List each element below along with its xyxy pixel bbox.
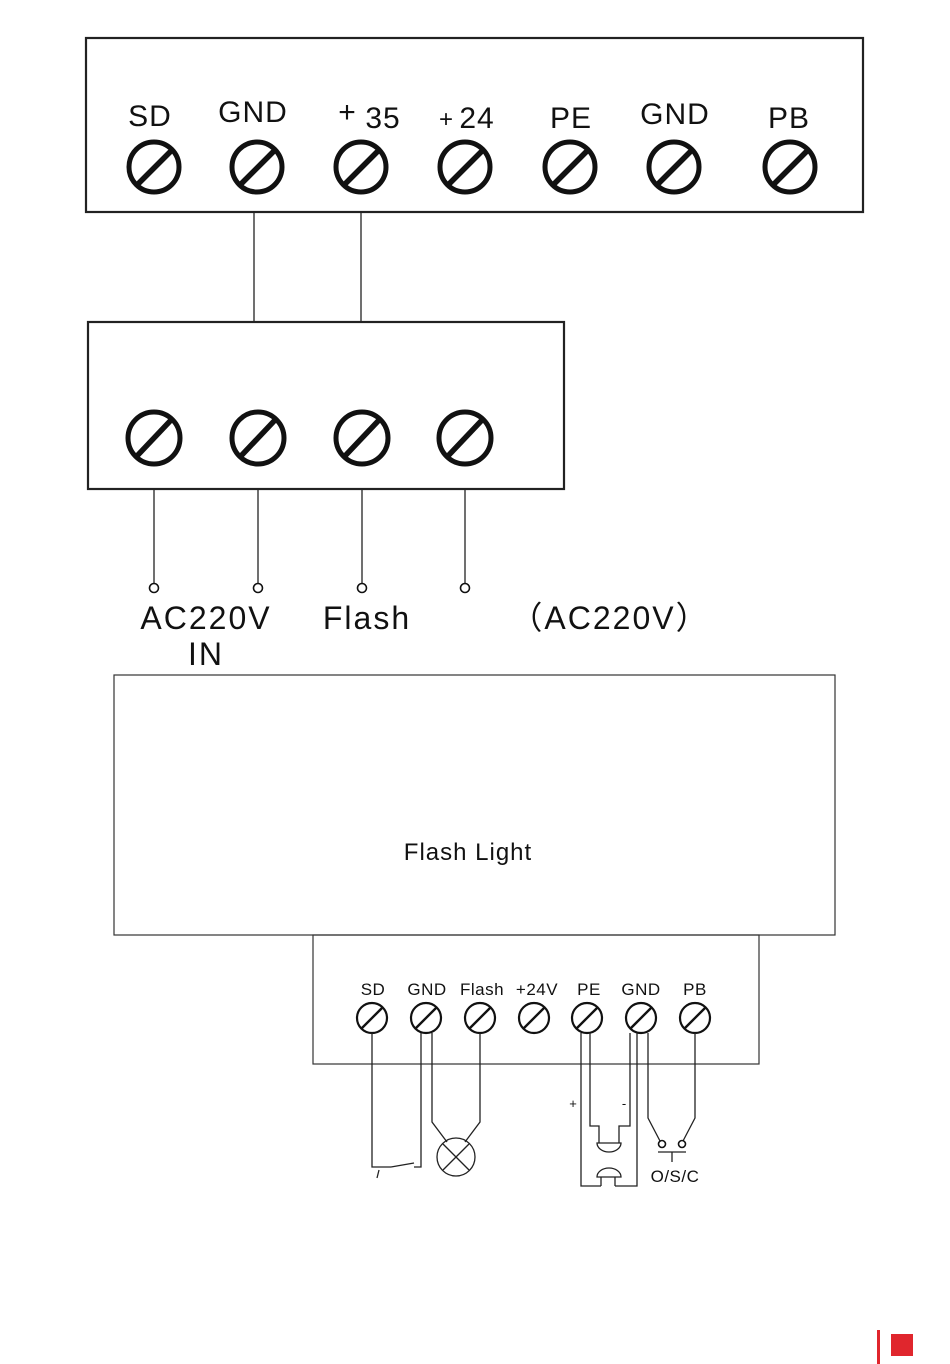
flash-terminal-label-gnd: GND (407, 980, 446, 999)
switch-tick (377, 1170, 379, 1178)
flash-terminal-gnd (411, 1003, 441, 1033)
controller-terminal-label-sd: SD (128, 100, 172, 133)
controller-terminal-label-35: 35 (365, 102, 400, 135)
flash-terminal-pe (572, 1003, 602, 1033)
photo-eye-emitter-icon (597, 1168, 621, 1177)
flash-terminal-label-pb: PB (683, 980, 707, 999)
flash-terminal-pb (680, 1003, 710, 1033)
flash-light-box (114, 675, 835, 935)
label-flash: Flash (323, 600, 411, 636)
power-terminal-3 (336, 412, 388, 464)
flash-terminal-24v (519, 1003, 549, 1033)
label-ac-in-line2: IN (188, 636, 224, 672)
flash-terminal-gnd-2 (626, 1003, 656, 1033)
power-leads (150, 489, 470, 593)
controller-terminal-pb (765, 142, 815, 192)
push-button: O/S/C (648, 1033, 699, 1186)
photo-eye: + - (569, 1033, 637, 1186)
warning-lamp (432, 1033, 480, 1176)
label-ac-out: （AC220V） (510, 600, 709, 636)
controller-terminal-label-pb: PB (768, 102, 810, 135)
controller-terminal-sd (129, 142, 179, 192)
controller-terminal-label-gnd: GND (218, 96, 288, 129)
flash-light-unit: Flash Light (114, 675, 835, 935)
lead-end-flash (358, 584, 367, 593)
flash-light-terminal-block: SD GND Flash +24V PE GND PB (313, 935, 759, 1064)
controller-terminal-35 (336, 142, 386, 192)
lead-end-ac-in-2 (254, 584, 263, 593)
flash-terminal-label-24v: +24V (516, 980, 558, 999)
controller-terminal-label-24: 24 (459, 102, 494, 135)
flash-terminal-sd (357, 1003, 387, 1033)
photo-eye-plus-label: + (569, 1096, 577, 1111)
controller-terminal-24 (440, 142, 490, 192)
controller-plus-sign-24: + (439, 106, 453, 133)
controller-terminal-label-pe: PE (550, 102, 592, 135)
flash-terminal-label-pe: PE (577, 980, 601, 999)
power-terminal-1 (128, 412, 180, 464)
lead-end-ac-out (461, 584, 470, 593)
flash-terminal-label-flash: Flash (460, 980, 504, 999)
controller-terminal-label-gnd-2: GND (640, 98, 710, 131)
safety-switch (372, 1033, 421, 1178)
push-button-label: O/S/C (651, 1167, 700, 1186)
flash-terminal-box (313, 935, 759, 1064)
power-terminal-4 (439, 412, 491, 464)
controller-terminal-gnd-2 (649, 142, 699, 192)
photo-eye-minus-label: - (622, 1096, 626, 1111)
flash-terminal-label-gnd-2: GND (621, 980, 660, 999)
lead-end-ac-in-1 (150, 584, 159, 593)
flash-terminal-flash (465, 1003, 495, 1033)
controller-terminal-block: SD GND + 35 + 24 PE GND PB (86, 38, 863, 212)
controller-plus-sign-35: + (338, 96, 356, 129)
controller-terminal-gnd (232, 142, 282, 192)
power-module (88, 322, 564, 489)
page-tab-marker (877, 1330, 913, 1364)
power-terminal-2 (232, 412, 284, 464)
flash-light-title: Flash Light (404, 839, 532, 866)
photo-eye-receiver-icon (597, 1143, 621, 1152)
controller-terminal-pe (545, 142, 595, 192)
flash-terminal-label-sd: SD (361, 980, 386, 999)
label-ac-in-line1: AC220V (140, 600, 271, 636)
